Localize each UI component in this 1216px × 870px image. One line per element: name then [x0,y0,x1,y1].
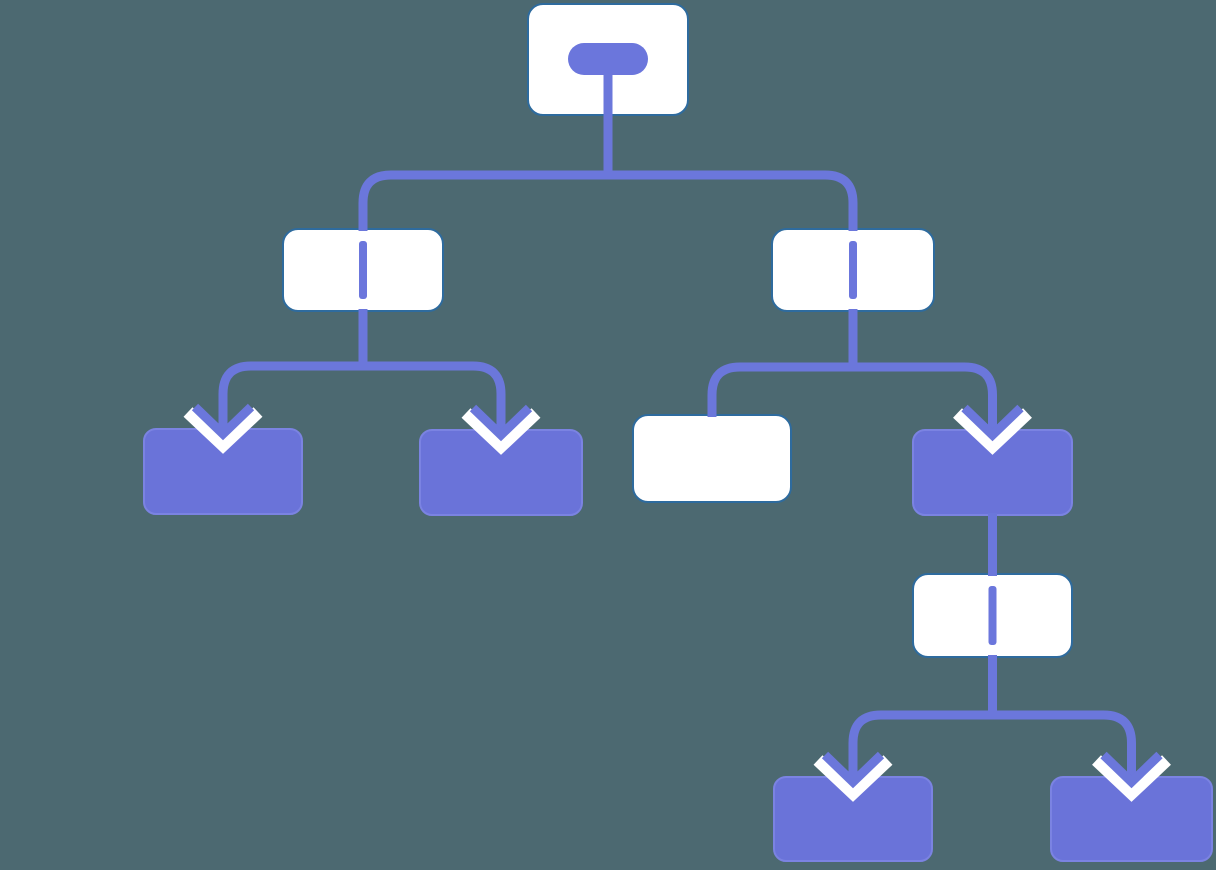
connector-split-root [358,170,858,231]
tree-node-branch-right[interactable] [771,228,935,312]
connector-split-branch-right-2 [848,710,1136,779]
collapse-chevron-outline-icon [183,407,263,454]
collapse-chevron-outline-icon [1092,755,1171,802]
connectors-layer [218,74,1136,779]
collapse-chevron-outline-icon [813,755,893,802]
collapse-chevron-icon [1100,751,1163,789]
pass-through-bar-icon [988,586,997,645]
collapse-chevron-outline-icon [461,408,541,455]
node-body-leaf-3[interactable] [632,414,792,503]
arrow-heads-layer [191,403,1163,789]
pass-through-bar-icon [359,241,367,299]
root-pill-icon [568,43,648,75]
collapse-chevron-outline-icon [953,408,1032,455]
tree-node-branch-left[interactable] [282,228,444,312]
tree-node-leaf-3[interactable] [632,414,792,503]
nodes-layer [143,3,1213,862]
tree-node-root[interactable] [527,3,689,116]
tree-node-branch-right-2[interactable] [912,573,1073,658]
collapse-chevron-icon [191,403,255,441]
collapse-chevron-icon [821,751,885,789]
connector-split-branch-left [218,361,506,432]
pass-through-bar-icon [849,241,857,299]
collapse-chevron-icon [961,404,1024,442]
arrow-outlines-layer [183,407,1171,802]
collapse-chevron-icon [469,404,533,442]
